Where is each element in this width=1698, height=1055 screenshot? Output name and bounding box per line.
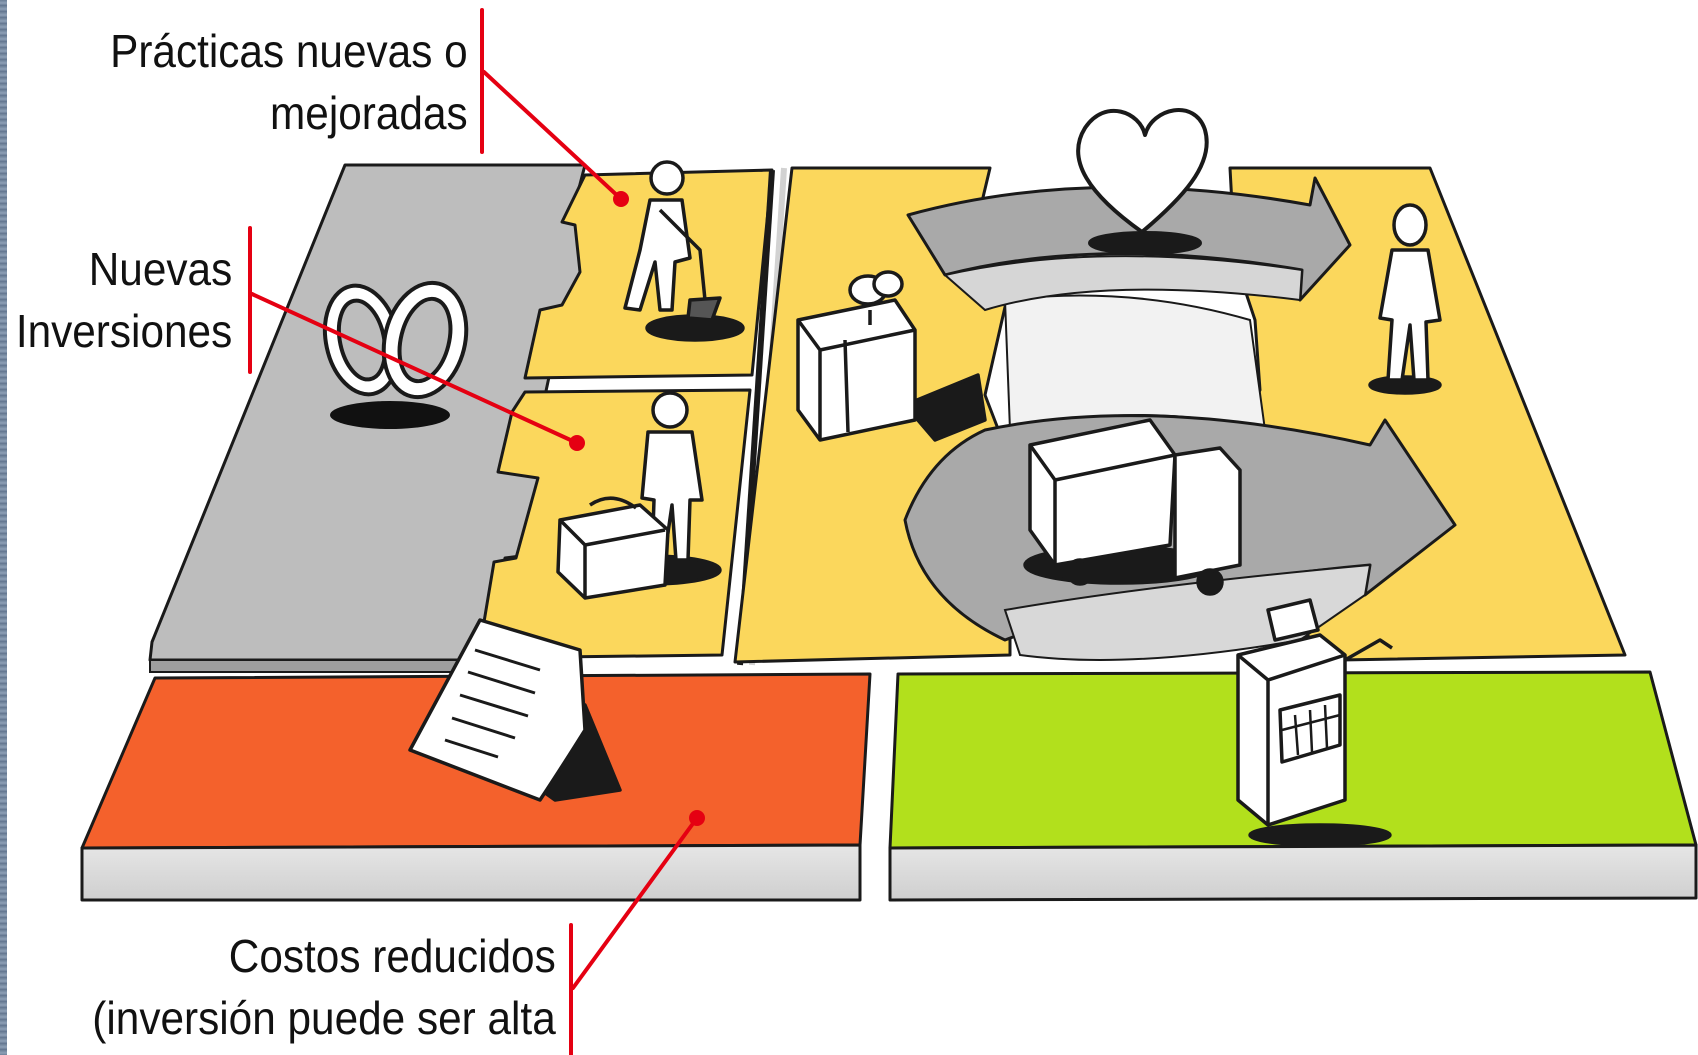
callout-inversiones-line-1: Nuevas	[88, 243, 232, 295]
truck-icon	[1023, 418, 1242, 596]
callout-costos-line-2: (inversión puede ser alta	[92, 992, 556, 1044]
digging-person-icon	[623, 160, 745, 342]
callout-dot-inversiones	[569, 435, 585, 451]
callout-dots	[569, 191, 705, 826]
gift-icon	[796, 270, 987, 442]
callout-leader-practicas	[482, 70, 623, 201]
cash-register-icon	[1236, 598, 1393, 847]
callout-costos-line-1: Costos reducidos	[229, 930, 556, 982]
rings-icon	[322, 280, 469, 429]
heart-icon	[1076, 108, 1209, 255]
document-icon	[408, 618, 622, 802]
callout-inversiones: Nuevas Inversiones	[16, 238, 232, 362]
callout-practicas-line-2: mejoradas	[270, 87, 468, 139]
callout-practicas: Prácticas nuevas o mejoradas	[110, 20, 468, 144]
person-with-box-icon	[556, 391, 722, 600]
callout-inversiones-line-2: Inversiones	[15, 305, 232, 357]
callout-leader-inversiones	[250, 292, 579, 445]
callout-practicas-line-1: Prácticas nuevas o	[110, 25, 468, 77]
slide-edge	[0, 0, 7, 1055]
callout-dot-practicas	[613, 191, 629, 207]
callout-leader-costos	[571, 816, 699, 990]
callout-dot-costos	[689, 810, 705, 826]
callout-lines	[248, 8, 699, 1055]
person-icon	[1368, 203, 1442, 395]
callout-costos: Costos reducidos (inversión puede ser al…	[93, 925, 556, 1049]
